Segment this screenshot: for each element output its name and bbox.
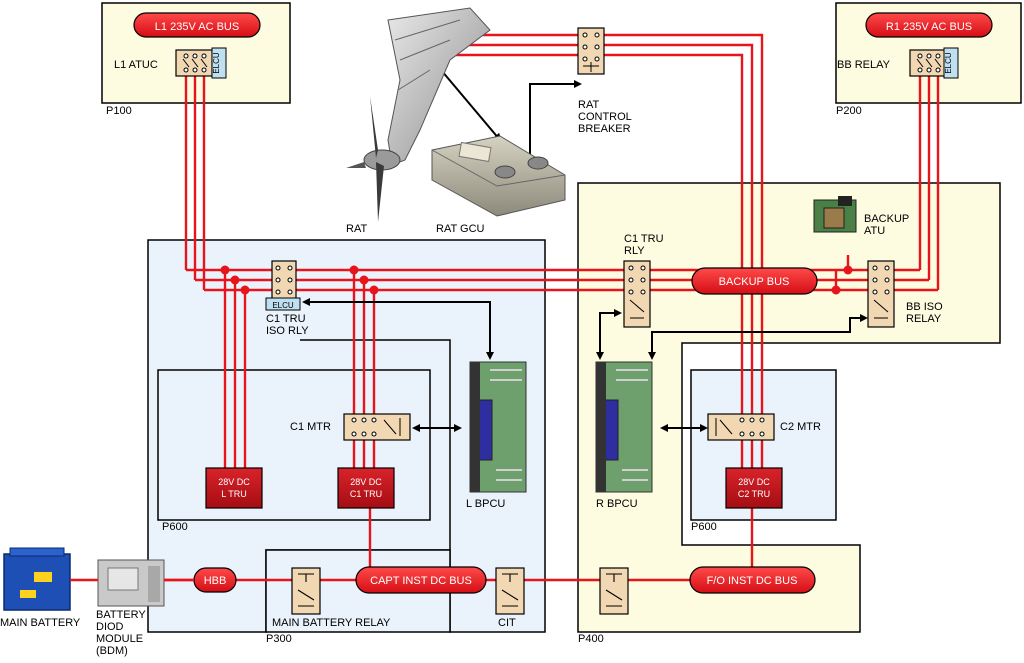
l-bpcu-image bbox=[469, 361, 527, 493]
label-rat-control-1: RAT bbox=[578, 99, 599, 111]
label-bdm-1: BATTERY bbox=[96, 609, 146, 621]
r-bpcu-image bbox=[595, 361, 653, 493]
svg-text:28V DC: 28V DC bbox=[218, 477, 250, 487]
bdm-image bbox=[97, 559, 165, 607]
svg-text:R1 235V AC BUS: R1 235V AC BUS bbox=[886, 21, 972, 33]
bus-r1-ac: R1 235V AC BUS bbox=[865, 12, 993, 38]
relay-bb-iso bbox=[867, 260, 895, 328]
label-p600-left: P600 bbox=[162, 521, 188, 533]
tru-c1: 28V DC C1 TRU bbox=[337, 467, 395, 509]
label-bdm-2: DIOD bbox=[96, 621, 124, 633]
label-c1-mtr: C1 MTR bbox=[290, 421, 331, 433]
relay-rat-control-breaker bbox=[577, 27, 605, 75]
relay-l1-atuc bbox=[175, 49, 213, 77]
label-c2-mtr: C2 MTR bbox=[780, 421, 821, 433]
label-l-bpcu: L BPCU bbox=[466, 498, 505, 510]
label-c1-tru-iso-1: C1 TRU bbox=[266, 313, 306, 325]
main-battery-image bbox=[3, 547, 71, 611]
svg-text:L1 235V AC BUS: L1 235V AC BUS bbox=[155, 21, 239, 33]
relay-cit bbox=[495, 567, 525, 615]
rat-gcu-image bbox=[431, 135, 566, 217]
label-l1-atuc: L1 ATUC bbox=[114, 59, 158, 71]
rat-turbine-image bbox=[346, 7, 491, 222]
label-cit: CIT bbox=[498, 617, 516, 629]
svg-text:ELCU: ELCU bbox=[944, 52, 953, 74]
relay-c1-tru bbox=[623, 260, 651, 328]
relay-main-battery bbox=[291, 567, 321, 615]
bus-fo-inst-dc: F/O INST DC BUS bbox=[689, 566, 816, 594]
label-rat: RAT bbox=[346, 223, 367, 235]
label-c1-tru-iso-2: ISO RLY bbox=[266, 325, 309, 337]
control-lines bbox=[302, 62, 868, 432]
bus-l1-ac: L1 235V AC BUS bbox=[133, 12, 261, 38]
label-backup-atu-2: ATU bbox=[864, 225, 885, 237]
svg-text:C2 TRU: C2 TRU bbox=[738, 489, 770, 499]
junction-dots bbox=[220, 265, 853, 295]
label-p400: P400 bbox=[578, 633, 604, 645]
svg-text:ELCU: ELCU bbox=[212, 52, 221, 74]
label-bb-relay: BB RELAY bbox=[837, 59, 891, 71]
label-main-battery: MAIN BATTERY bbox=[0, 617, 81, 629]
label-bb-iso-1: BB ISO bbox=[906, 301, 943, 313]
svg-text:CAPT INST DC BUS: CAPT INST DC BUS bbox=[370, 575, 472, 587]
svg-text:ELCU: ELCU bbox=[272, 301, 294, 310]
bus-hbb: HBB bbox=[193, 567, 237, 593]
label-rat-control-3: BREAKER bbox=[578, 123, 631, 135]
label-p300: P300 bbox=[266, 633, 292, 645]
bus-capt-inst-dc: CAPT INST DC BUS bbox=[355, 566, 487, 594]
label-p200: P200 bbox=[836, 105, 862, 117]
bus-backup: BACKUP BUS bbox=[691, 267, 818, 295]
tru-l: 28V DC L TRU bbox=[205, 467, 263, 509]
relay-c2-mtr bbox=[707, 413, 775, 441]
wiring bbox=[160, 33, 940, 582]
label-rat-gcu: RAT GCU bbox=[436, 223, 485, 235]
backup-atu-image bbox=[813, 196, 857, 233]
relay-bb bbox=[909, 49, 947, 77]
label-p100: P100 bbox=[106, 105, 132, 117]
svg-text:28V DC: 28V DC bbox=[350, 477, 382, 487]
tru-c2: 28V DC C2 TRU bbox=[725, 467, 783, 509]
elcu-r1: ELCU bbox=[943, 47, 959, 79]
label-bdm-4: (BDM) bbox=[96, 645, 128, 657]
relay-fo-tie bbox=[599, 567, 629, 615]
label-p600-right: P600 bbox=[691, 521, 717, 533]
svg-text:HBB: HBB bbox=[204, 575, 227, 587]
label-rat-control-2: CONTROL bbox=[578, 111, 632, 123]
label-bdm-3: MODULE bbox=[96, 633, 143, 645]
label-bb-iso-2: RELAY bbox=[906, 313, 942, 325]
label-backup-atu-1: BACKUP bbox=[864, 213, 909, 225]
label-main-battery-relay: MAIN BATTERY RELAY bbox=[272, 617, 391, 629]
elcu-l1: ELCU bbox=[211, 47, 227, 79]
label-r-bpcu: R BPCU bbox=[596, 498, 638, 510]
svg-text:F/O INST DC BUS: F/O INST DC BUS bbox=[707, 575, 798, 587]
svg-text:C1 TRU: C1 TRU bbox=[350, 489, 382, 499]
svg-text:L TRU: L TRU bbox=[221, 489, 247, 499]
label-c1-tru-rly-2: RLY bbox=[624, 245, 645, 257]
svg-text:BACKUP BUS: BACKUP BUS bbox=[719, 276, 790, 288]
svg-text:28V DC: 28V DC bbox=[738, 477, 770, 487]
label-c1-tru-rly-1: C1 TRU bbox=[624, 233, 664, 245]
elcu-c1-tru-iso: ELCU bbox=[265, 297, 301, 311]
relay-c1-tru-iso bbox=[271, 260, 297, 300]
relay-c1-mtr bbox=[343, 413, 411, 441]
